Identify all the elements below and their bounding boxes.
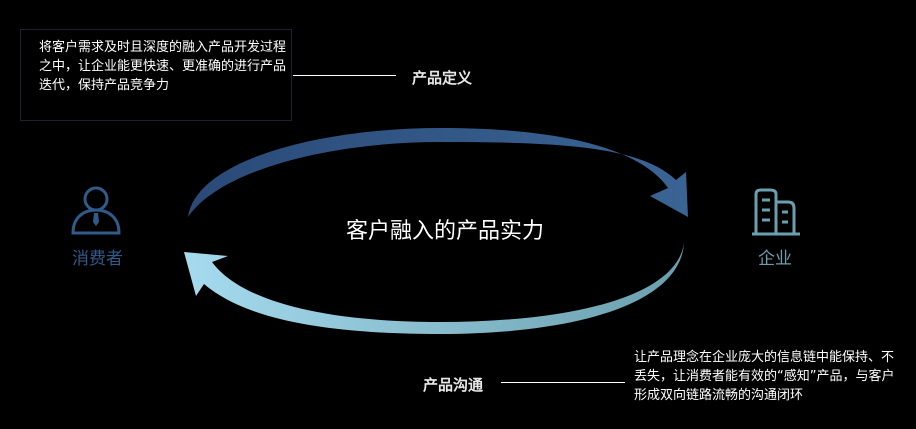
definition-description: 将客户需求及时且深度的融入产品开发过程之中，让企业能更快速、更准确的进行产品迭代…	[20, 29, 292, 121]
top-arrow	[188, 128, 688, 217]
enterprise-label: 企业	[758, 249, 792, 269]
bottom-arrow	[184, 243, 684, 334]
communication-connector-line	[501, 382, 625, 383]
person-icon	[71, 186, 121, 235]
diagram-title: 客户融入的产品实力	[345, 219, 544, 244]
consumer-label: 消费者	[72, 249, 123, 269]
communication-description: 让产品理念在企业庞大的信息链中能保持、不丢失，让消费者能有效的“感知”产品，与客…	[634, 350, 895, 403]
definition-connector-line	[293, 75, 396, 76]
building-icon	[752, 188, 800, 236]
definition-label: 产品定义	[412, 69, 473, 87]
communication-label: 产品沟通	[423, 376, 484, 394]
